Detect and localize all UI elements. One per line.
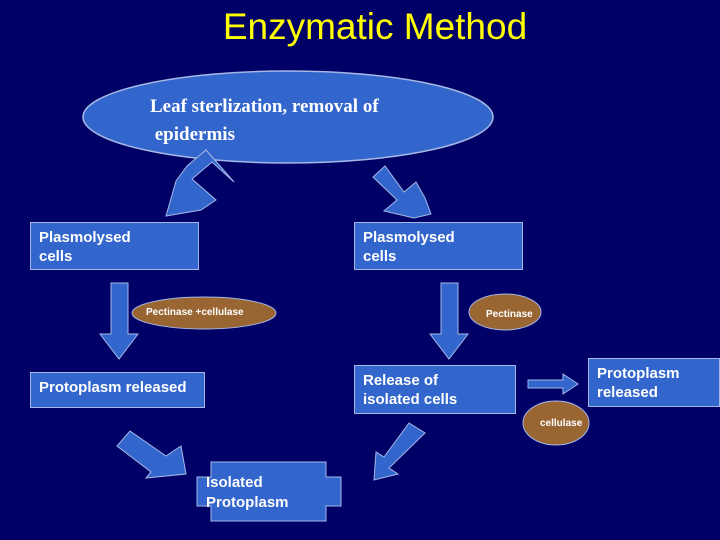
arrow-down-left xyxy=(98,282,140,360)
enzyme-pill-right xyxy=(468,293,542,331)
enzyme-cellulase-label: cellulase xyxy=(540,418,583,429)
arrow-diag-left-top xyxy=(165,149,235,217)
enzyme-left-label: Pectinase +cellulase xyxy=(146,307,244,318)
arrow-diag-right-bottom xyxy=(373,422,426,481)
final-step-shape xyxy=(196,461,342,522)
left-protoplasm-released-box: Protoplasm released xyxy=(30,372,205,408)
enzyme-pill-cellulase xyxy=(522,400,590,446)
arrow-right-horizontal xyxy=(527,373,579,395)
slide-title: Enzymatic Method xyxy=(222,6,528,47)
enzyme-pill-left xyxy=(131,296,277,330)
enzyme-right-label: Pectinase xyxy=(486,309,533,320)
arrow-diag-left-bottom xyxy=(116,430,187,479)
left-plasmolysed-box: Plasmolysed cells xyxy=(30,222,199,270)
arrow-down-right xyxy=(428,282,470,360)
arrow-diag-right-top xyxy=(372,165,432,219)
right-protoplasm-released-box: Protoplasm released xyxy=(588,358,720,407)
top-step-ellipse xyxy=(82,70,494,164)
release-isolated-cells-box: Release of isolated cells xyxy=(354,365,516,414)
top-step-label: Leaf sterlization, removal of epidermis xyxy=(150,96,379,145)
right-plasmolysed-box: Plasmolysed cells xyxy=(354,222,523,270)
final-step-label: Isolated Protoplasm xyxy=(206,474,289,511)
